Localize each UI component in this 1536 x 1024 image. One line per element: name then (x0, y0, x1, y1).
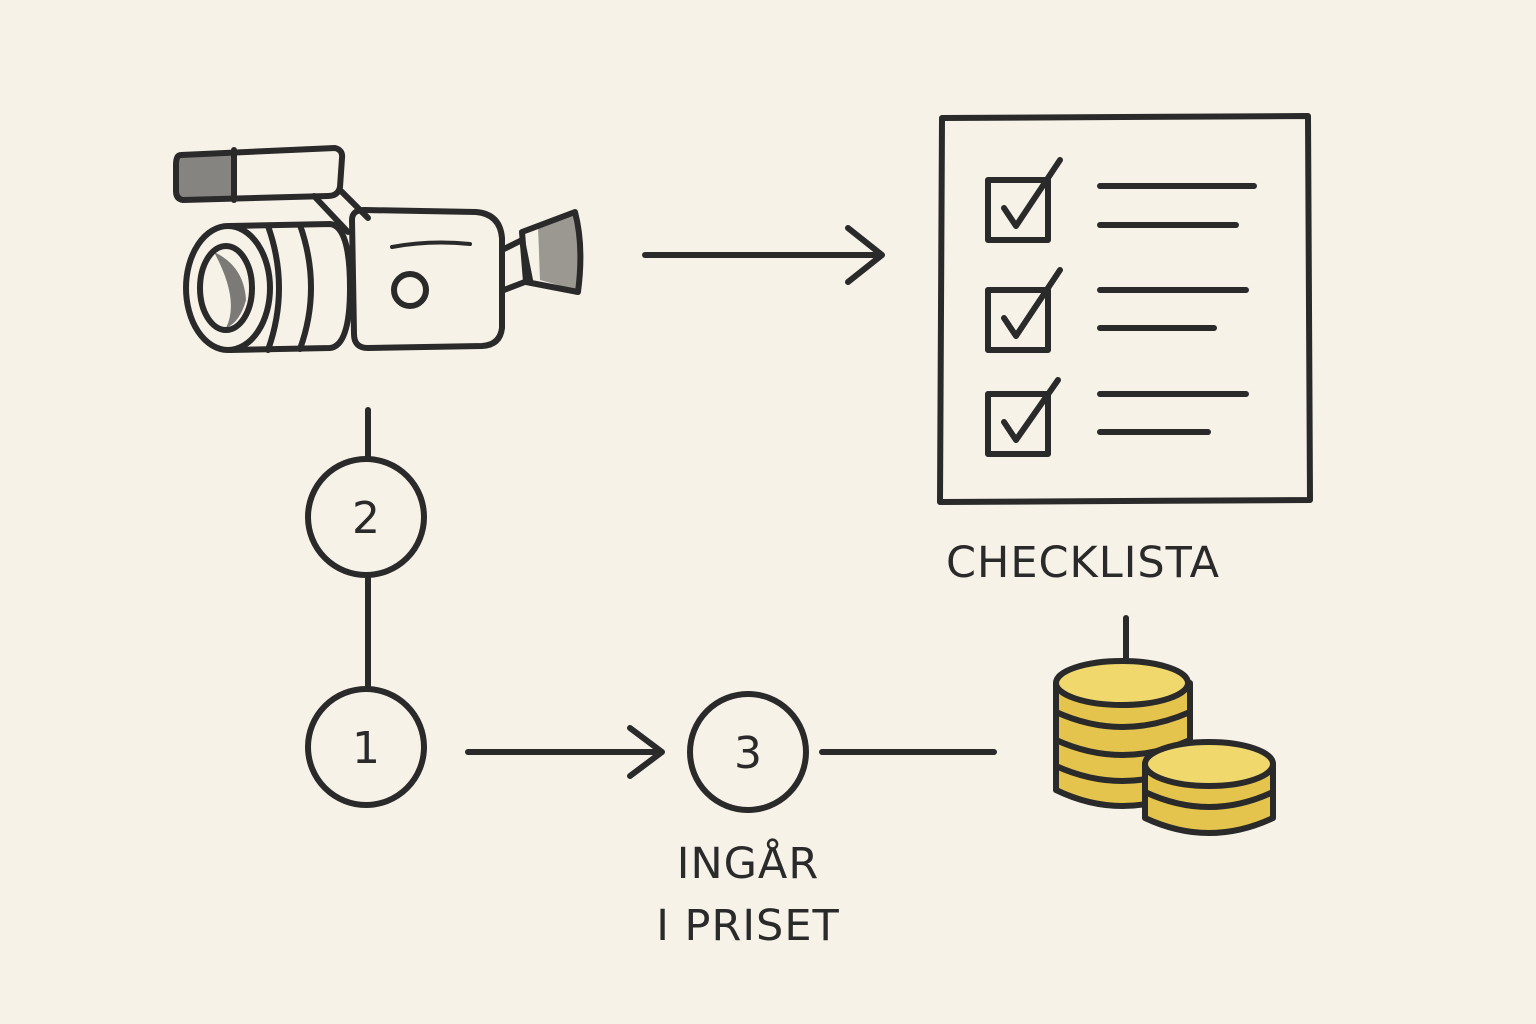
checkmark-2 (1001, 267, 1063, 339)
checkbox-2 (985, 287, 1051, 353)
camera-lens-inner (197, 243, 255, 333)
camera-eyepiece-hatching (538, 214, 578, 290)
camera-lens-hatching (214, 252, 246, 328)
step-two-number: 2 (352, 493, 380, 544)
step-two: 2 (305, 456, 427, 578)
arrow-step1-to-step3 (465, 725, 665, 779)
camera-lens-ring-2 (297, 222, 314, 352)
checklist-icon (937, 113, 1313, 505)
coin-stack-right-sides (1142, 761, 1276, 836)
camera-handle-hatching (176, 150, 234, 200)
camera-body-line (390, 240, 472, 249)
coin-stack-right-ring (1142, 789, 1276, 810)
camera-eyepiece (519, 209, 584, 295)
checkbox-3 (985, 391, 1051, 457)
camera-lens-ring-1 (265, 223, 282, 353)
camera-lens-front (183, 223, 273, 353)
checkmark-1 (1001, 157, 1063, 229)
step-three: 3 (687, 691, 809, 813)
included-label-line2: I PRISET (656, 901, 840, 951)
checkmark-3 (1001, 377, 1061, 443)
camera-lens-barrel (227, 221, 353, 353)
checkbox-1 (985, 177, 1051, 243)
camera-neck-right (337, 187, 371, 221)
coin-stack-right-top-fill (1145, 742, 1273, 786)
arrow-head (627, 725, 665, 779)
checklist-label: CHECKLISTA (946, 538, 1220, 588)
coin-stack-left-ring-1 (1053, 709, 1193, 730)
step-two-circle (305, 456, 427, 578)
coin-stack-left-top-fill (1056, 661, 1188, 705)
step-three-number: 3 (734, 728, 762, 779)
step-three-circle (687, 691, 809, 813)
coin-stack-icon (1053, 615, 1276, 836)
camera-button (391, 271, 429, 309)
arrow-head (845, 225, 885, 285)
checklist-frame (937, 113, 1313, 505)
step-one: 1 (305, 686, 427, 808)
camera-body (349, 207, 505, 351)
included-label-line1: INGÅR (677, 838, 819, 889)
step-one-number: 1 (352, 723, 380, 774)
video-camera-icon (173, 145, 584, 353)
step-one-circle (305, 686, 427, 808)
arrow-camera-to-checklist (642, 225, 885, 285)
camera-neck-left (311, 193, 351, 235)
